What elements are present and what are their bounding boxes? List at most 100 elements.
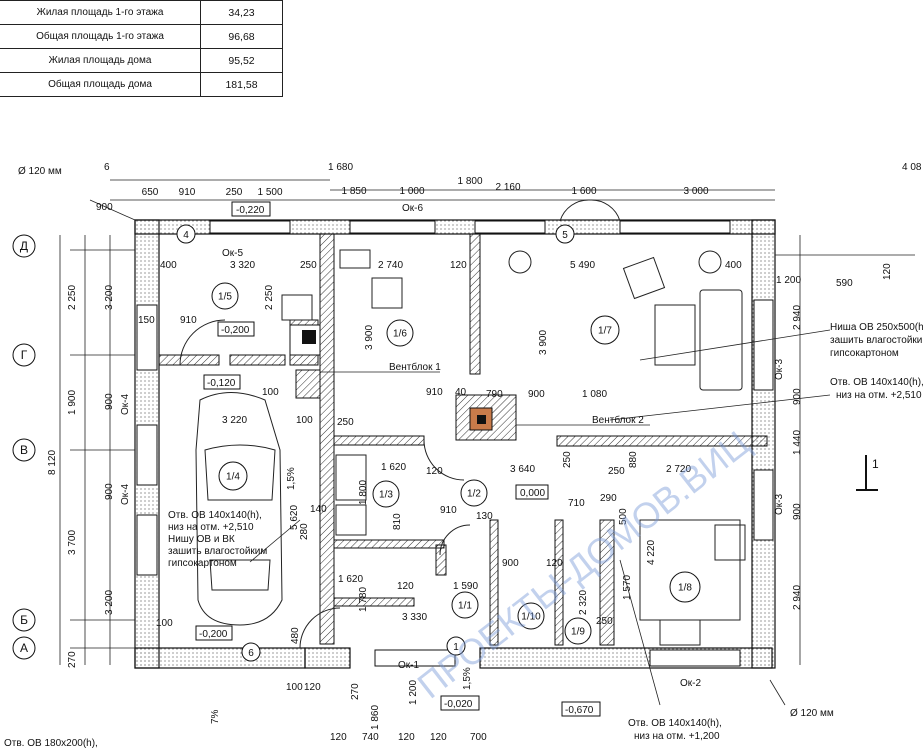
opening-note: Нишу ОВ и ВК (168, 534, 235, 545)
area-label: Общая площадь дома (0, 72, 201, 97)
vent-block-2-label: Вентблок 2 (592, 414, 644, 426)
room-number: 1/7 (598, 326, 612, 337)
inner-dim: 2 740 (378, 260, 403, 271)
niche-note: гипсокартоном (830, 348, 899, 359)
inner-dim: 280 (299, 523, 310, 540)
room-number: 1/4 (226, 472, 240, 483)
top-dim: 1 680 (328, 162, 353, 173)
level-marks: -0,220 -0,200 -0,120 0,000 -0,200 -0,020… (195, 201, 601, 717)
inner-dim: 3 640 (510, 464, 535, 475)
area-value: 96,68 (200, 24, 283, 49)
opening-note: Отв. ОВ 140х140(h), (168, 510, 262, 521)
inner-dim: 900 (528, 389, 545, 400)
inner-dim: 250 (337, 417, 354, 428)
area-value: 181,58 (200, 72, 283, 97)
inner-dim: 5 490 (570, 260, 595, 271)
inner-dim: 150 (138, 315, 155, 326)
opening-note: низ на отм. +2,510 (836, 390, 922, 401)
callout-leaders (249, 329, 831, 706)
inner-dim: 100 (286, 682, 303, 693)
inner-dim: 5 620 (289, 505, 300, 530)
left-dim: 270 (67, 651, 78, 668)
furniture (281, 249, 746, 646)
window-ok4-label: Ок-4 (120, 394, 131, 415)
vent-block-2 (455, 394, 517, 441)
inner-dim: 1 620 (338, 574, 363, 585)
top-dim: 1 000 (399, 186, 424, 197)
area-value: 95,52 (200, 48, 283, 73)
inner-dim: 3 330 (402, 612, 427, 623)
window-ok3-label: Ок-3 (774, 359, 785, 380)
axis-5-label: 5 (562, 230, 568, 241)
top-dim: 4 08 (902, 162, 922, 173)
car-outline (195, 392, 283, 626)
opening-note: Отв. ОВ 140х140(h), (628, 718, 722, 729)
level-mark: 0,000 (520, 488, 545, 499)
window-ok6-label: Ок-6 (402, 203, 423, 214)
top-dim: 2 160 (495, 182, 520, 193)
vent-block-1 (289, 324, 321, 356)
room-number: 1/8 (678, 583, 692, 594)
level-mark: -0,220 (236, 205, 265, 216)
left-dim: 900 (104, 393, 115, 410)
top-dim: 1 850 (341, 186, 366, 197)
inner-dim: 1 200 (408, 680, 419, 705)
right-dim: 900 (792, 503, 803, 520)
opening-note: гипсокартоном (168, 558, 237, 569)
top-dim: 1 600 (571, 186, 596, 197)
inner-dim: 1 080 (582, 389, 607, 400)
dimension-lines (59, 179, 915, 706)
pipe-diameter-label: Ø 120 мм (18, 166, 62, 177)
inner-dim: 500 (618, 508, 629, 525)
level-mark: -0,670 (565, 705, 594, 716)
inner-dim: 3 900 (538, 330, 549, 355)
inner-dim: 250 (562, 451, 573, 468)
section-marker (856, 455, 878, 491)
top-dim: 900 (96, 202, 113, 213)
inner-dim: 120 (304, 682, 321, 693)
right-dim: 2 940 (792, 585, 803, 610)
inner-dim: 400 (725, 260, 742, 271)
top-dim: 250 (226, 187, 243, 198)
axis-4-label: 4 (183, 230, 189, 241)
opening-note: Отв. ОВ 180х200(h), (4, 738, 98, 749)
axis-g-label: Г (21, 348, 28, 362)
inner-dimensions: 400 3 320 250 2 740 120 5 490 400 910 2 … (138, 260, 742, 743)
inner-dim: 250 (608, 466, 625, 477)
inner-dim: 480 (290, 627, 301, 644)
top-dim: 1 800 (457, 176, 482, 187)
inner-dim: 790 (486, 389, 503, 400)
opening-note: Отв. ОВ 140х140(h), (830, 377, 923, 388)
slope-label: 1,5% (462, 667, 473, 690)
inner-dim: 740 (362, 732, 379, 743)
right-dim: 2 940 (792, 305, 803, 330)
room-number: 1/2 (467, 489, 481, 500)
level-mark: -0,120 (207, 378, 236, 389)
inner-dim: 100 (262, 387, 279, 398)
inner-dim: 100 (296, 415, 313, 426)
window-ok2-label: Ок-2 (680, 678, 701, 689)
inner-dim: 250 (596, 616, 613, 627)
right-dim: 1 200 (776, 275, 801, 286)
right-dim: 590 (836, 278, 853, 289)
inner-dim: 140 (310, 504, 327, 515)
inner-dim: 710 (568, 498, 585, 509)
inner-dim: 120 (330, 732, 347, 743)
inner-dim: 700 (470, 732, 487, 743)
left-dim: 1 900 (67, 390, 78, 415)
inner-dim: 120 (430, 732, 447, 743)
right-dim: 1 440 (792, 430, 803, 455)
window-ok4b-label: Ок-4 (120, 484, 131, 505)
inner-dim: 1 620 (381, 462, 406, 473)
level-mark: -0,200 (199, 629, 228, 640)
inner-dim: 3 220 (222, 415, 247, 426)
right-dim: 120 (882, 263, 893, 280)
left-dim: 3 200 (104, 285, 115, 310)
top-dim: 3 000 (683, 186, 708, 197)
inner-dim: 1 800 (358, 480, 369, 505)
inner-dim: 1 590 (453, 581, 478, 592)
inner-dim: 290 (600, 493, 617, 504)
